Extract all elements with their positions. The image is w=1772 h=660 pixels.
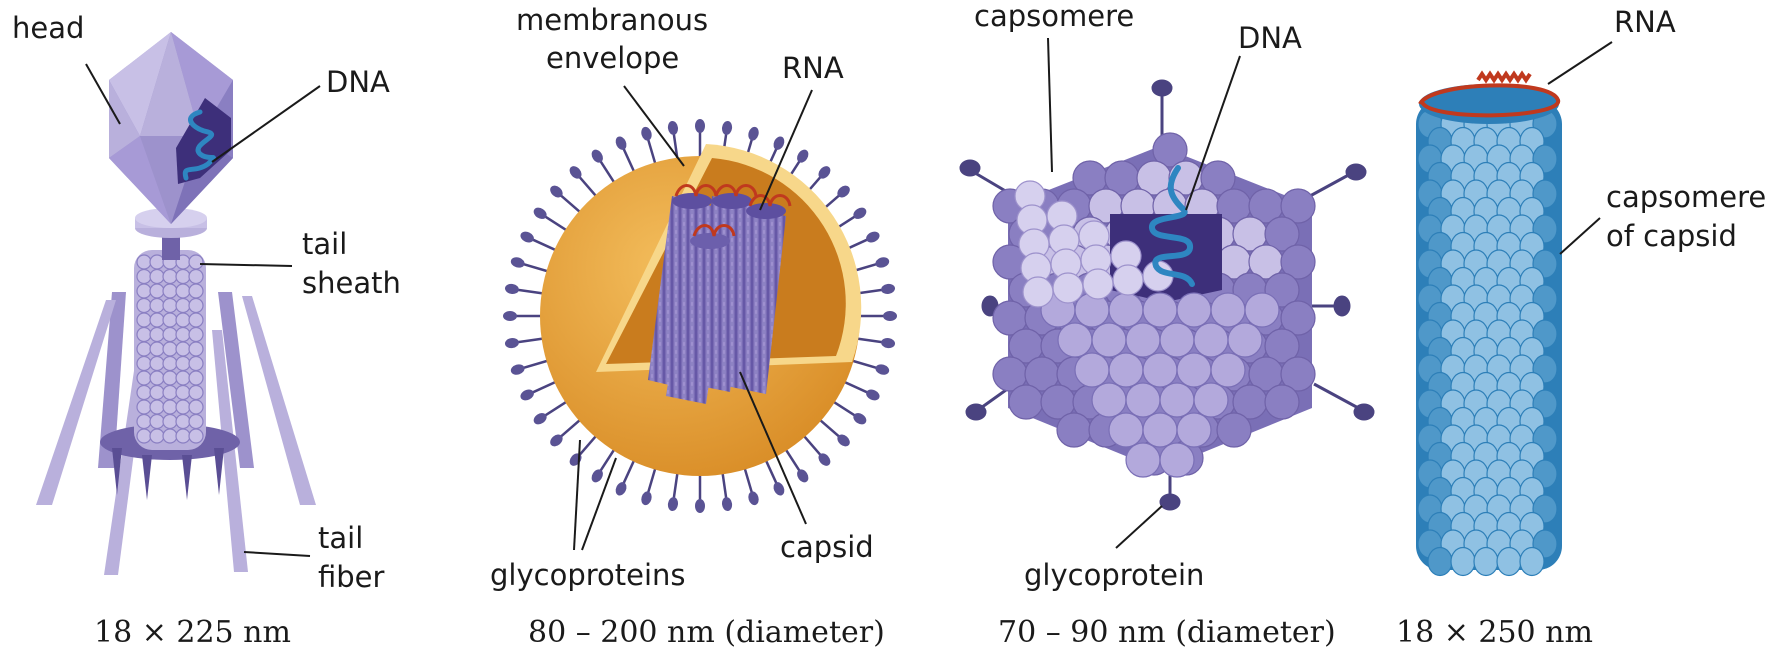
label-helix-capsomere-1: capsomere bbox=[1606, 180, 1766, 214]
label-tail-sheath-1: tail bbox=[302, 227, 347, 261]
label-envelope-2: envelope bbox=[546, 41, 679, 75]
label-tail-fiber-2: fiber bbox=[318, 560, 385, 594]
collar-neck bbox=[162, 236, 180, 260]
label-env-rna: RNA bbox=[782, 51, 844, 85]
label-glycoproteins: glycoproteins bbox=[490, 558, 686, 592]
bacteriophage: head DNA tail sheath tail fiber 18 × 225… bbox=[12, 11, 401, 650]
tail-sheath-segments bbox=[136, 254, 204, 444]
enveloped-virus: membranous envelope RNA glycoproteins ca… bbox=[490, 3, 897, 650]
size-enveloped-virus: 80 – 200 nm (diameter) bbox=[528, 615, 885, 650]
label-helix-capsomere-2: of capsid bbox=[1606, 219, 1737, 253]
base-spikes bbox=[112, 448, 224, 500]
size-icosahedral-virus: 70 – 90 nm (diameter) bbox=[998, 615, 1336, 650]
label-helix-rna: RNA bbox=[1614, 5, 1676, 39]
label-glycoprotein: glycoprotein bbox=[1024, 558, 1204, 592]
capsomeres-of-capsid bbox=[1417, 109, 1558, 577]
nucleocapsid-tubes bbox=[648, 193, 786, 404]
phage-head bbox=[109, 32, 233, 224]
icosa-dna bbox=[1149, 165, 1195, 287]
label-phage-dna: DNA bbox=[326, 65, 390, 99]
label-tail-fiber-1: tail bbox=[318, 521, 363, 555]
rna-coils bbox=[674, 184, 792, 237]
helical-virus: RNA capsomere of capsid 18 × 250 nm bbox=[1396, 5, 1766, 650]
label-icosa-dna: DNA bbox=[1238, 21, 1302, 55]
label-capsid: capsid bbox=[780, 530, 874, 564]
label-envelope-1: membranous bbox=[516, 3, 708, 37]
label-head: head bbox=[12, 11, 84, 45]
phage-dna-strand bbox=[182, 109, 216, 181]
icosahedral-spikes bbox=[959, 79, 1375, 511]
label-tail-sheath-2: sheath bbox=[302, 266, 401, 300]
size-bacteriophage: 18 × 225 nm bbox=[94, 615, 291, 650]
icosahedral-virus: capsomere DNA glycoprotein 70 – 90 nm (d… bbox=[959, 0, 1375, 650]
helix-rna bbox=[1418, 70, 1560, 118]
size-helical-virus: 18 × 250 nm bbox=[1396, 615, 1593, 650]
front-capsomeres bbox=[1014, 180, 1280, 478]
label-capsomere: capsomere bbox=[974, 0, 1134, 33]
